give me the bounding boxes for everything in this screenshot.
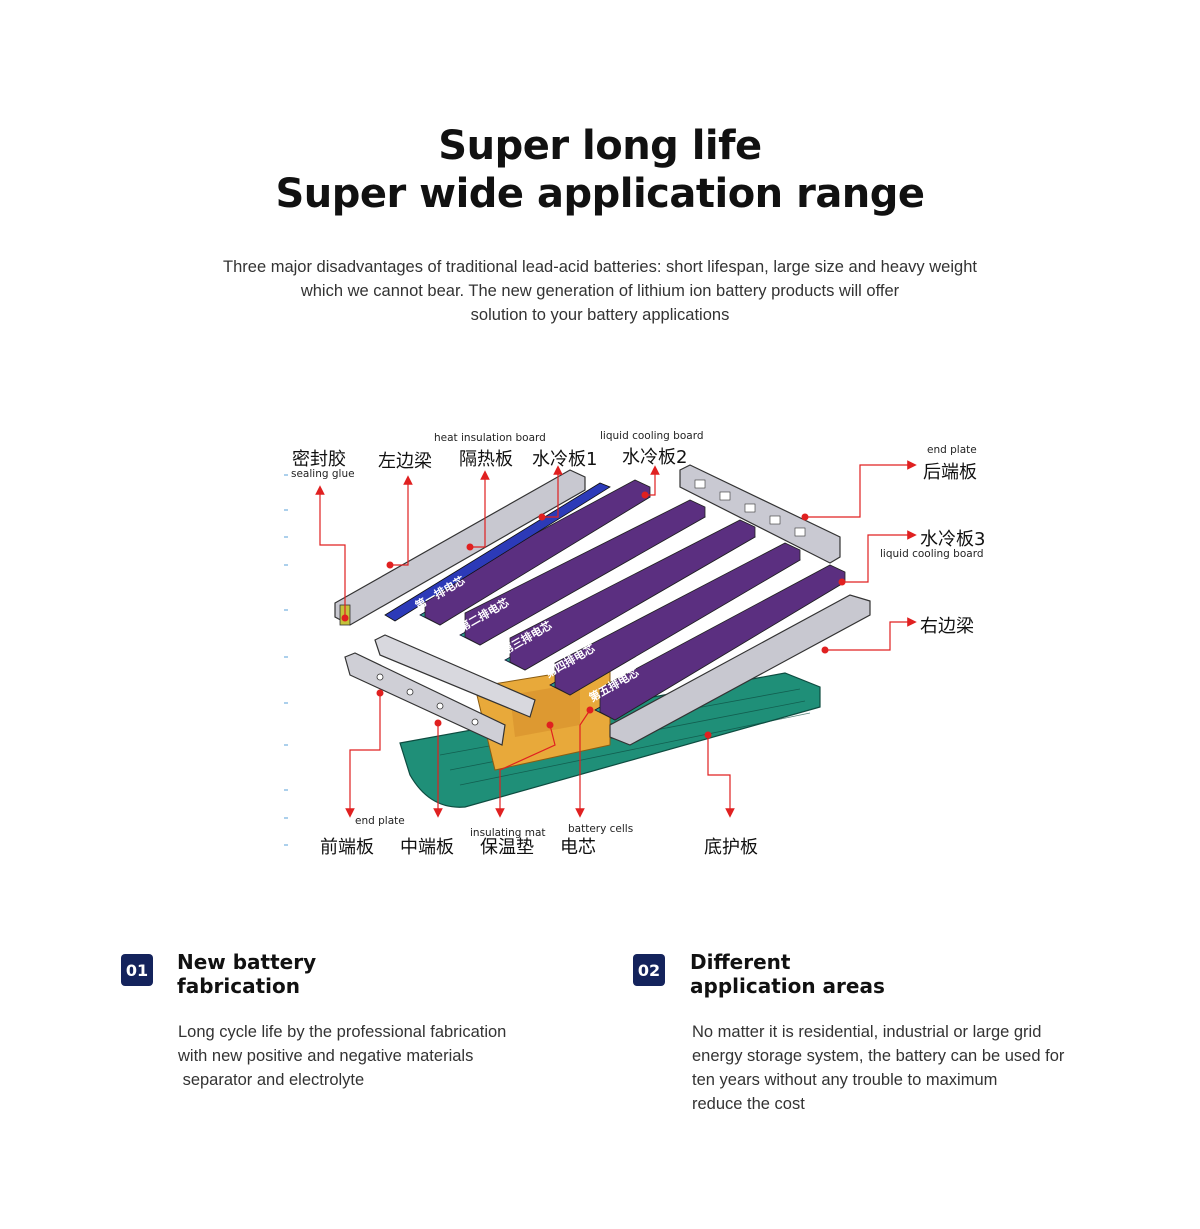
label-insulating-mat-en: insulating mat [470,827,546,839]
feature-title: Different application areas [690,950,885,998]
label-battery-cells-en: battery cells [568,823,634,835]
feature-description: Long cycle life by the professional fabr… [178,1020,506,1092]
leader-dots [341,491,846,739]
label-middle-end-plate-cn: 中端板 [400,837,454,858]
feature-text-line-3: separator and electrolyte [178,1071,365,1089]
rear-end-plate-shape [679,464,841,564]
intro-line-2: which we cannot bear. The new generation… [300,282,900,300]
cell-rows-group [419,479,846,721]
label-end-plate-rear-en: end plate [927,444,977,456]
feature-card-2: 02 Different application areas No matter… [633,950,1153,1120]
feature-title: New battery fabrication [177,950,316,998]
intro-line-1: Three major disadvantages of traditional… [223,258,977,276]
label-bottom-plate-cn: 底护板 [704,837,758,858]
feature-text-line-2: energy storage system, the battery can b… [692,1047,1065,1065]
left-side-beam-shape [334,469,586,626]
feature-number-badge: 02 [633,954,665,986]
title-line-2: Super wide application range [275,171,925,217]
label-liquid-cooling-2-cn: 水冷板2 [622,447,688,468]
label-heat-insulation-en: heat insulation board [434,432,546,444]
feature-title-line-1: Different [690,950,791,974]
feature-text-line-2: with new positive and negative materials [178,1047,474,1065]
label-insulating-mat-cn: 保温垫 [480,837,534,858]
label-battery-cells-cn: 电芯 [560,837,596,858]
label-right-beam-cn: 右边梁 [920,616,974,637]
feature-card-1: 01 New battery fabrication Long cycle li… [120,950,600,1120]
label-liquid-cooling-3-cn: 水冷板3 [920,529,986,550]
leader-lines [315,460,917,818]
feature-description: No matter it is residential, industrial … [692,1020,1064,1116]
intro-paragraph: Three major disadvantages of traditional… [150,255,1050,327]
label-liquid-cooling-3-en: liquid cooling board [880,548,984,560]
page-title: Super long life Super wide application r… [0,122,1200,218]
feature-number-badge: 01 [121,954,153,986]
feature-title-line-2: application areas [690,974,885,998]
label-liquid-cooling-top-en: liquid cooling board [600,430,704,442]
label-heat-insulation-cn: 隔热板 [459,449,513,470]
battery-pack-illustration: 第一排电芯 第二排电芯 第三排电芯 第四排电芯 第五排电芯 [284,460,917,846]
label-liquid-cooling-1-cn: 水冷板1 [532,449,598,470]
left-guide-dots [284,474,288,846]
label-rear-end-plate-cn: 后端板 [923,462,977,483]
feature-title-line-1: New battery [177,950,317,974]
right-side-beam-shape [609,594,871,746]
front-end-plate-shape [344,652,506,746]
label-left-beam-cn: 左边梁 [378,451,432,472]
label-sealing-glue-cn: 密封胶 [292,449,346,470]
middle-end-plate-shape [374,634,536,718]
title-line-1: Super long life [438,123,762,169]
label-end-plate-front-en: end plate [355,815,405,827]
feature-text-line-4: reduce the cost [692,1095,805,1113]
label-sealing-glue-en: sealing glue [291,468,355,480]
battery-pack-diagram: 第一排电芯 第二排电芯 第三排电芯 第四排电芯 第五排电芯 密封胶 sealin… [280,425,1000,865]
feature-text-line-1: Long cycle life by the professional fabr… [178,1023,507,1041]
label-front-end-plate-cn: 前端板 [320,837,374,858]
feature-title-line-2: fabrication [177,974,300,998]
feature-text-line-1: No matter it is residential, industrial … [692,1023,1042,1041]
feature-text-line-3: ten years without any trouble to maximum [692,1071,998,1089]
intro-line-3: solution to your battery applications [470,306,730,324]
